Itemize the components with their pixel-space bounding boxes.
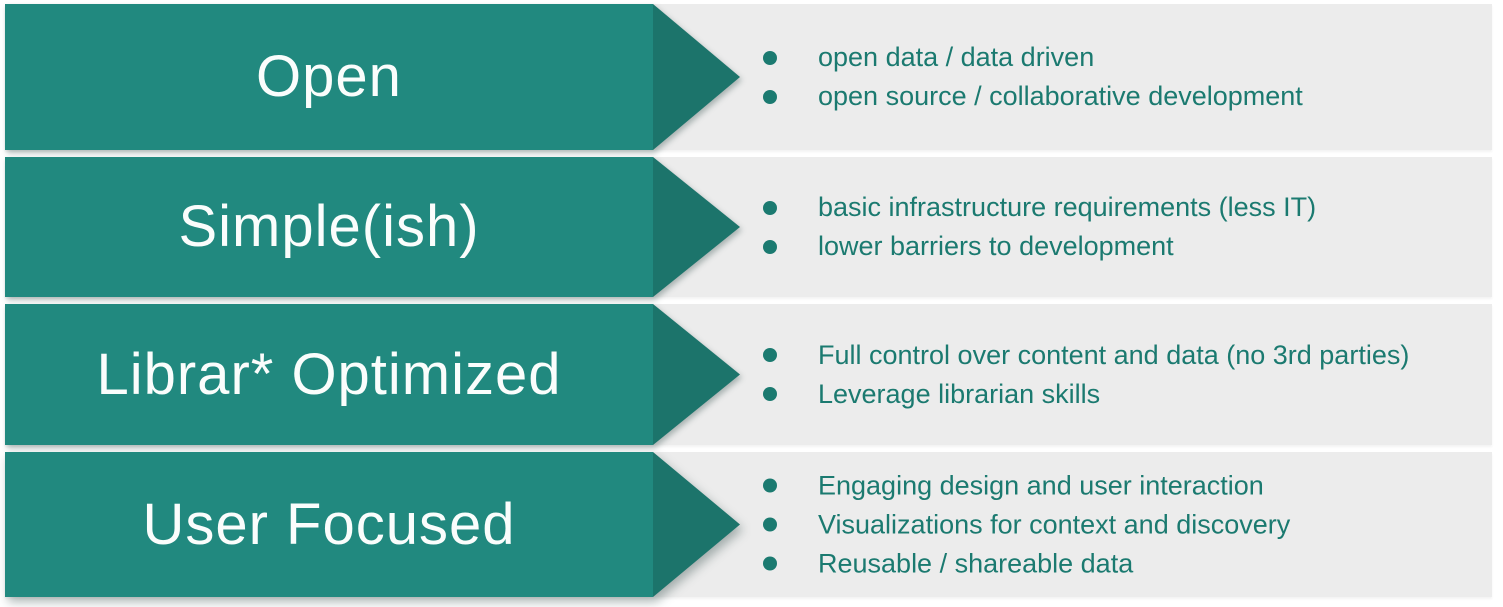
row-label: Open	[256, 44, 402, 109]
bullet-list: Engaging design and user interaction Vis…	[763, 466, 1476, 583]
bullet-text: Leverage librarian skills	[818, 378, 1101, 409]
bullet-text: Reusable / shareable data	[818, 548, 1134, 578]
list-item: open source / collaborative development	[763, 77, 1476, 116]
bullet-dot-icon	[763, 89, 777, 104]
arrow-body: Open	[5, 4, 653, 150]
feature-row-librar-optimized: Librar* Optimized Full control over cont…	[5, 304, 1492, 445]
list-item: Engaging design and user interaction	[763, 466, 1476, 505]
bullet-dot-icon	[763, 239, 777, 254]
arrow-body: User Focused	[5, 452, 653, 597]
list-item: basic infrastructure requirements (less …	[763, 188, 1476, 227]
bullet-text: basic infrastructure requirements (less …	[818, 192, 1317, 222]
arrow-tip-icon	[653, 4, 740, 150]
bullet-dot-icon	[763, 348, 777, 362]
list-item: Visualizations for context and discovery	[763, 505, 1476, 544]
feature-row-open: Open open data / data driven open source…	[5, 4, 1492, 150]
bullet-dot-icon	[763, 50, 777, 65]
bullet-list: basic infrastructure requirements (less …	[763, 188, 1476, 266]
list-item: Reusable / shareable data	[763, 544, 1476, 583]
arrow-tip-icon	[653, 304, 740, 445]
arrow-body: Librar* Optimized	[5, 304, 653, 445]
arrow-body: Simple(ish)	[5, 157, 653, 297]
arrow-shape: Simple(ish)	[5, 157, 740, 297]
arrow-shape: User Focused	[5, 452, 740, 597]
arrow-shape: Open	[5, 4, 740, 150]
arrow-tip-icon	[653, 157, 740, 297]
row-label: Librar* Optimized	[96, 341, 562, 407]
bullet-dot-icon	[763, 200, 777, 215]
row-label: Simple(ish)	[178, 194, 480, 259]
row-label: User Focused	[142, 491, 516, 557]
list-item: open data / data driven	[763, 38, 1476, 77]
arrow-shape: Librar* Optimized	[5, 304, 740, 445]
bullet-dot-icon	[763, 556, 777, 571]
feature-row-simple: Simple(ish) basic infrastructure require…	[5, 157, 1492, 297]
list-item: Leverage librarian skills	[763, 375, 1476, 414]
bullet-dot-icon	[763, 517, 777, 532]
arrow-tip-icon	[653, 452, 740, 597]
bullet-list: Full control over content and data (no 3…	[763, 336, 1476, 414]
list-item: lower barriers to development	[763, 227, 1476, 266]
bullet-text: lower barriers to development	[818, 231, 1174, 261]
bullet-text: Engaging design and user interaction	[818, 470, 1264, 500]
bullet-text: Full control over content and data (no 3…	[818, 339, 1410, 370]
feature-row-user-focused: User Focused Engaging design and user in…	[5, 452, 1492, 597]
bullet-dot-icon	[763, 478, 777, 493]
list-item: Full control over content and data (no 3…	[763, 336, 1476, 375]
bullet-text: open data / data driven	[818, 42, 1095, 72]
bullet-list: open data / data driven open source / co…	[763, 38, 1476, 116]
bullet-text: open source / collaborative development	[818, 81, 1303, 111]
bullet-text: Visualizations for context and discovery	[818, 509, 1291, 539]
bullet-dot-icon	[763, 387, 777, 401]
